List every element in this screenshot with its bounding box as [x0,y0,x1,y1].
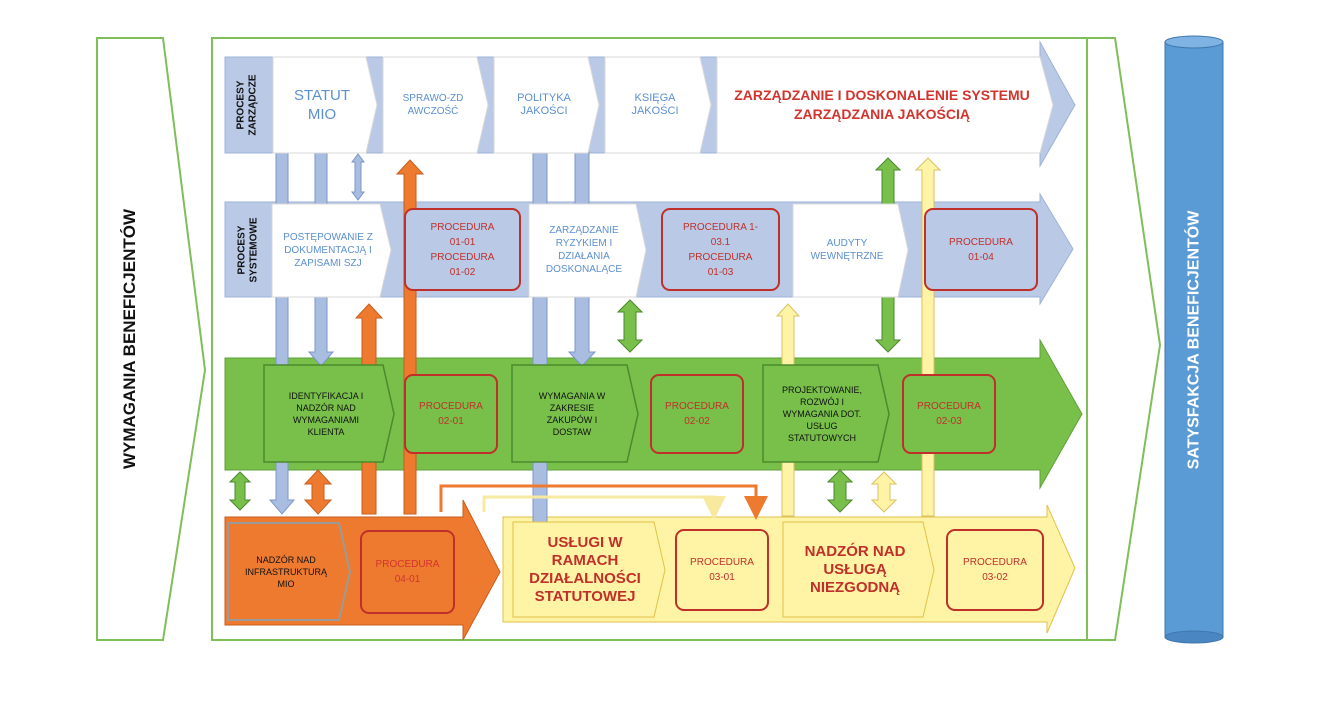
procedura-04-01-text: PROCEDURA 04-01 [375,559,440,585]
arrow-yellow-2 [870,471,898,513]
box-sprawozdawczosc-shape [382,56,489,154]
box-infrastruktura: NADZÓR NAD INFRASTRUKTURĄ MIO [232,527,340,617]
box-audyty: AUDYTY WEWNĘTRZNE [796,210,898,290]
box-zakupy-text: WYMAGANIA W ZAKRESIE ZAKUPÓW I DOSTAW [538,391,606,437]
box-ryzyko-text: ZARZĄDZANIE RYZYKIEM I DZIAŁANIA DOSKONA… [545,225,623,275]
right-banner: SATYSFAKCJA BENEFICJENTÓW [1165,48,1223,631]
box-ryzyko: ZARZĄDZANIE RYZYKIEM I DZIAŁANIA DOSKONA… [532,210,636,290]
box-zarzadzanie-text: ZARZĄDZANIE I DOSKONALENIE SYSTEMU ZARZĄ… [734,87,1030,122]
box-niezgodna-text: NADZÓR NAD USŁUGĄ NIEZGODNĄ [804,543,906,596]
left-banner: WYMAGANIA BENEFICJENTÓW [97,38,163,640]
box-zarzadzanie-shape [716,56,1054,154]
box-ryzyko-shape [528,203,647,298]
connector-yellow [482,495,726,520]
procedura-01-04: PROCEDURA 01-04 [924,208,1038,291]
procedura-1-03-1-01-03: PROCEDURA 1-03.1 PROCEDURA 01-03 [661,208,780,291]
box-identyfikacja-shape [263,364,395,463]
right-banner-scroll [1164,35,1224,644]
box-audyty-text: AUDYTY WEWNĘTRZNE [810,238,884,262]
box-polityka: POLITYKA JAKOŚCI [499,65,589,145]
box-statut: STATUT MIO [280,65,364,145]
procedura-03-01: PROCEDURA 03-01 [675,529,769,611]
row-label-systemowe-line2: SYSTEMOWE [248,216,260,283]
box-sprawozdawczosc-text: SPRAWO-ZDAWCZOŚĆ [402,93,464,117]
box-ksiega-shape [604,56,712,154]
box-audyty-shape [792,203,909,298]
box-polityka-text: POLITYKA JAKOŚCI [517,92,571,117]
box-identyfikacja: IDENTYFIKACJA I NADZÓR NAD WYMAGANIAMI K… [268,370,384,458]
box-postepowanie-shape [271,203,392,298]
box-uslugi: USŁUGI W RAMACH DZIAŁALNOŚCI STATUTOWEJ [516,526,654,614]
procedura-01-01-02-text: PROCEDURA 01-01 PROCEDURA 01-02 [430,221,495,278]
left-banner-label: WYMAGANIA BENEFICJENTÓW [120,208,139,470]
procedura-04-01: PROCEDURA 04-01 [360,530,455,614]
procedura-1-03-1-01-03-text: PROCEDURA 1-03.1 PROCEDURA 01-03 [682,221,758,278]
row-label-zarzadcze-line1: PROCESY [236,80,248,130]
box-projektowanie: PROJEKTOWANIE, ROZWÓJ I WYMAGANIA DOT. U… [766,370,878,458]
box-identyfikacja-text: IDENTYFIKACJA I NADZÓR NAD WYMAGANIAMI K… [288,391,364,437]
procedura-03-02-text: PROCEDURA 03-02 [963,557,1027,583]
connector-orange [439,484,768,520]
row-label-systemowe-line1: PROCESY [236,225,248,274]
box-uslugi-text: USŁUGI W RAMACH DZIAŁALNOŚCI STATUTOWEJ [529,534,641,605]
row-label-zarzadcze: PROCESY ZARZĄDCZE [226,58,270,152]
box-polityka-shape [493,56,600,154]
procedura-02-03-text: PROCEDURA 02-03 [917,401,981,427]
box-infrastruktura-text: NADZÓR NAD INFRASTRUKTURĄ MIO [244,555,327,589]
box-niezgodna: NADZÓR NAD USŁUGĄ NIEZGODNĄ [786,526,924,614]
bracket-connectors [439,484,768,520]
arrow-green-1 [228,471,252,511]
procedura-02-01: PROCEDURA 02-01 [404,374,498,454]
box-projektowanie-text: PROJEKTOWANIE, ROZWÓJ I WYMAGANIA DOT. U… [781,385,862,443]
procedura-01-04-text: PROCEDURA 01-04 [949,236,1013,263]
arrow-green-2 [616,299,644,353]
right-banner-label: SATYSFAKCJA BENEFICJENTÓW [1185,210,1202,469]
box-sprawozdawczosc: SPRAWO-ZDAWCZOŚĆ [388,65,478,145]
box-ksiega-text: KSIĘGA JAKOŚCI [631,92,679,117]
box-ksiega: KSIĘGA JAKOŚCI [610,65,700,145]
procedura-02-02: PROCEDURA 02-02 [650,374,744,454]
row-label-systemowe: PROCESY SYSTEMOWE [226,203,270,296]
left-banner-shape [96,37,207,641]
procedura-02-02-text: PROCEDURA 02-02 [665,401,729,427]
box-uslugi-shape [512,521,666,618]
procedura-02-01-text: PROCEDURA 02-01 [419,401,483,427]
procedura-01-01-02: PROCEDURA 01-01 PROCEDURA 01-02 [404,208,521,291]
procedura-02-03: PROCEDURA 02-03 [902,374,996,454]
arrow-orange-1 [303,469,333,515]
box-projektowanie-shape [762,364,890,463]
box-infrastruktura-shape [227,522,352,621]
box-postepowanie: POSTĘPOWANIE Z DOKUMENTACJĄ I ZAPISAMI S… [276,210,380,290]
box-statut-text: STATUT MIO [293,87,351,123]
procedura-03-02: PROCEDURA 03-02 [946,529,1044,611]
arrow-blue-3 [351,153,365,201]
box-zakupy-shape [511,364,639,463]
box-zakupy: WYMAGANIA W ZAKRESIE ZAKUPÓW I DOSTAW [516,370,628,458]
box-postepowanie-text: POSTĘPOWANIE Z DOKUMENTACJĄ I ZAPISAMI S… [283,231,373,269]
row-label-zarzadcze-line2: ZARZĄDCZE [248,74,260,136]
box-statut-shape [272,56,378,154]
box-niezgodna-shape [782,521,935,618]
box-zarzadzanie: ZARZĄDZANIE I DOSKONALENIE SYSTEMU ZARZĄ… [722,65,1042,145]
right-chevron-outline [1086,37,1162,641]
procedura-03-01-text: PROCEDURA 03-01 [690,557,754,583]
arrow-green-4 [826,469,854,513]
